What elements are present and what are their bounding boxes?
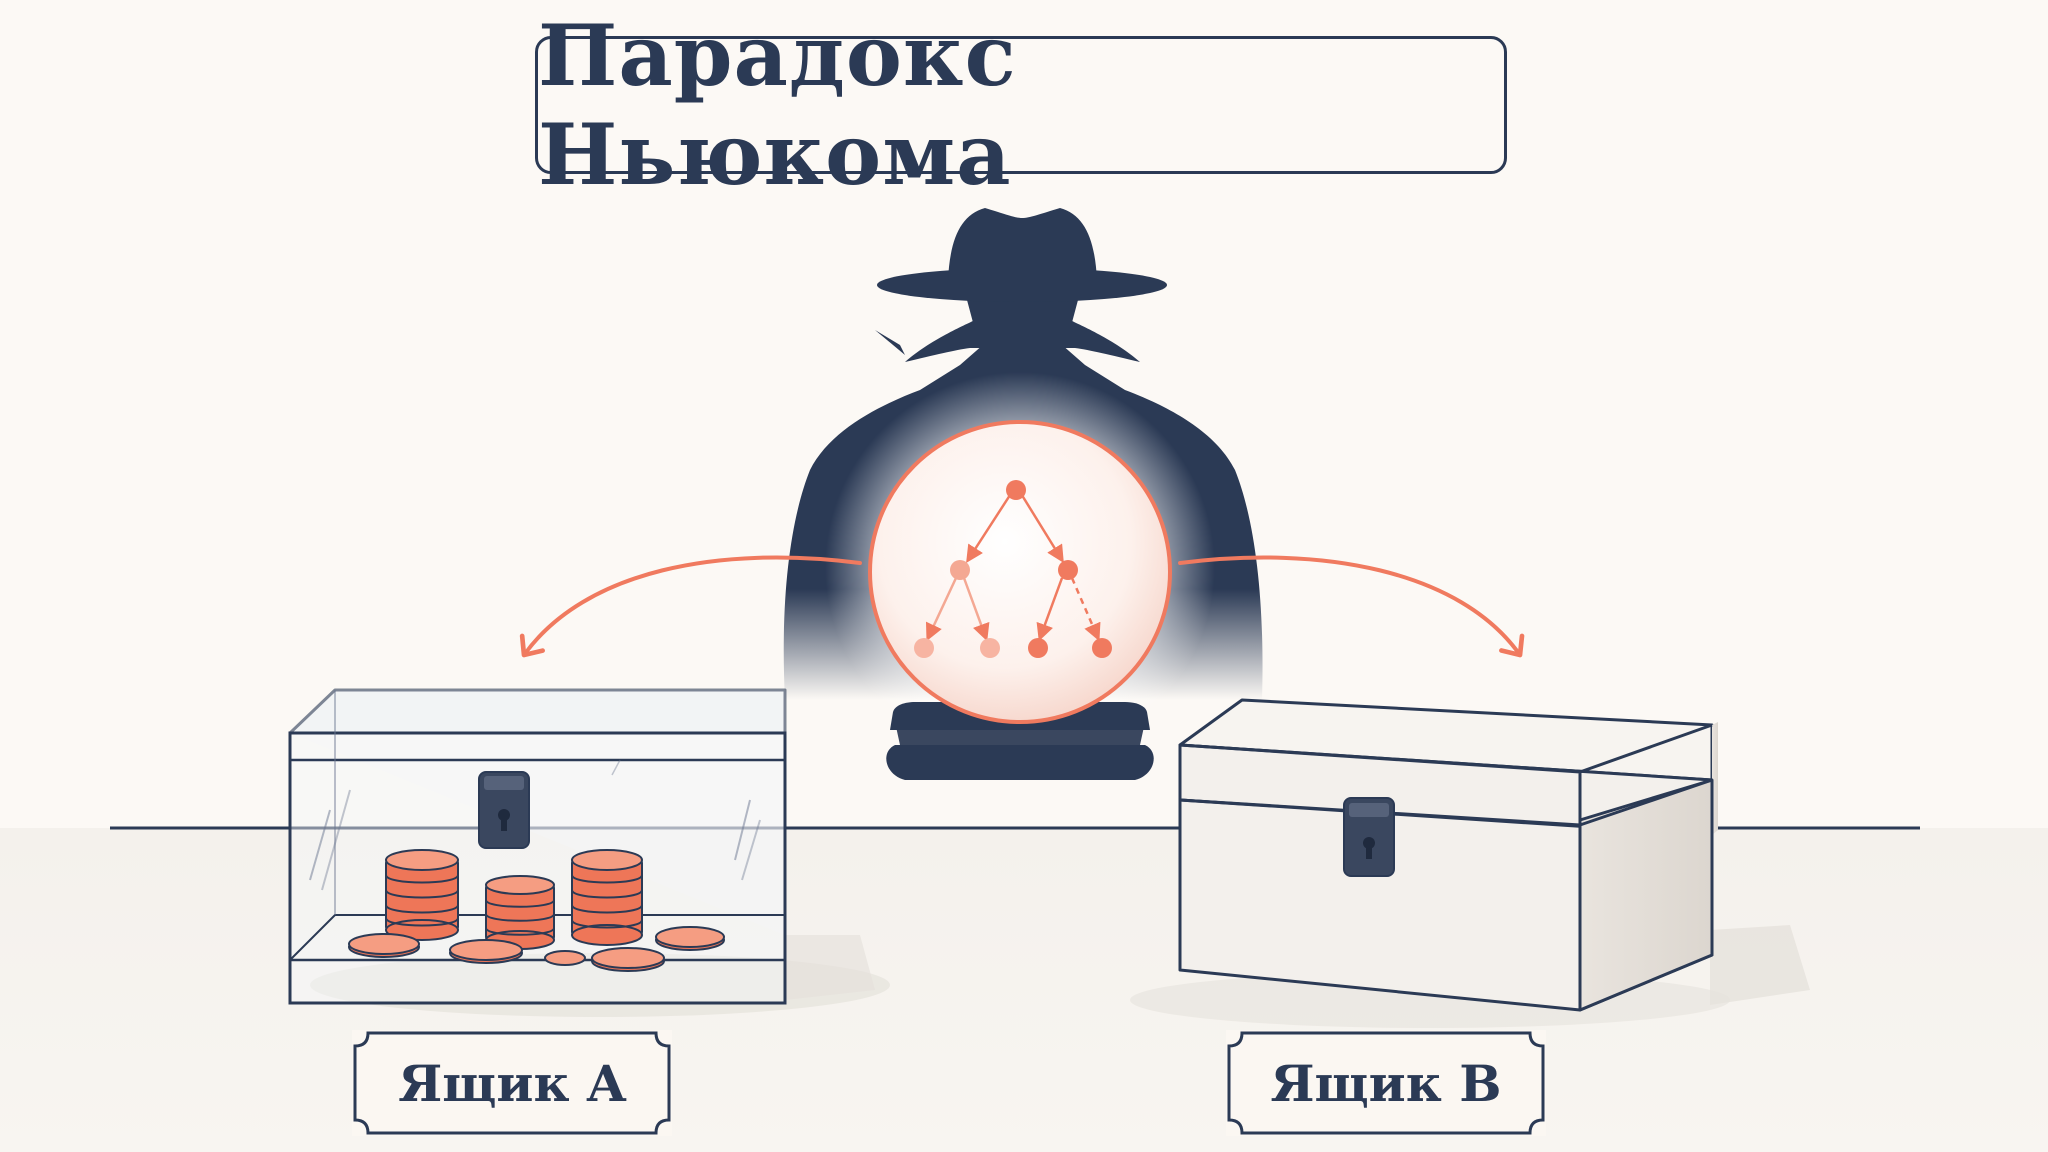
box-a-label: Ящик A [398,1053,626,1113]
box-b [1130,698,1810,1028]
decision-tree-icon [925,491,1101,642]
coin-stack-icon [348,849,725,972]
label-frame [353,1031,671,1135]
box-b-label-plate: Ящик B [1226,1030,1546,1136]
label-frame [1227,1031,1545,1135]
arrow-to-box-a [519,555,862,658]
title-banner: Парадокс Ньюкома [535,6,1507,204]
lock-icon [1343,797,1395,877]
box-b-label: Ящик B [1270,1053,1502,1113]
arrow-to-box-b [1178,555,1525,658]
page-title: Парадокс Ньюкома [538,6,1017,204]
crystal-ball-icon [825,372,1215,780]
lock-icon [478,771,530,849]
box-a [288,688,890,1017]
box-a-label-plate: Ящик A [352,1030,672,1136]
decision-tree-nodes [914,480,1112,658]
